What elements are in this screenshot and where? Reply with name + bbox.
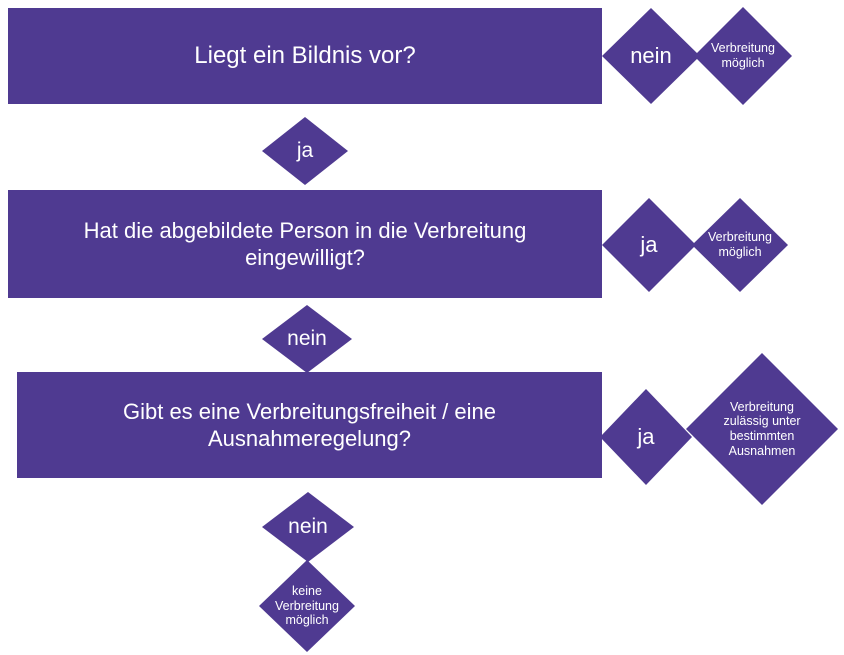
branch-diamond-step3-ja[interactable]: ja [600,389,692,485]
decision-box-einwilligung-label: Hat die abgebildete Person in die Verbre… [83,217,527,271]
branch-diamond-step2-ja-label: ja [640,232,658,258]
branch-diamond-step3-ja-label: ja [637,424,655,450]
decision-box-ausnahmeregelung-label: Gibt es eine Verbreitungsfreiheit / eine… [122,398,496,452]
result-diamond-step3-label: Verbreitung zulässig unter bestimmten Au… [723,399,801,458]
decision-box-einwilligung[interactable]: Hat die abgebildete Person in die Verbre… [8,190,602,298]
decision-box-ausnahmeregelung[interactable]: Gibt es eine Verbreitungsfreiheit / eine… [17,372,602,478]
result-diamond-final-label: keine Verbreitung möglich [275,583,339,628]
decision-box-bildnis-label: Liegt ein Bildnis vor? [194,42,416,69]
connector-diamond-step1-ja-label: ja [296,138,314,162]
branch-diamond-step1-nein[interactable]: nein [602,8,700,104]
branch-diamond-step1-nein-label: nein [630,43,672,69]
result-diamond-final[interactable]: keine Verbreitung möglich [259,560,355,652]
result-diamond-step1-label: Verbreitung möglich [711,41,775,70]
connector-diamond-step3-nein-label: nein [288,514,328,538]
decision-box-bildnis[interactable]: Liegt ein Bildnis vor? [8,8,602,104]
result-diamond-step3[interactable]: Verbreitung zulässig unter bestimmten Au… [686,353,838,505]
result-diamond-step1[interactable]: Verbreitung möglich [694,7,792,105]
connector-diamond-step2-nein[interactable]: nein [262,305,352,373]
result-diamond-step2[interactable]: Verbreitung möglich [692,198,788,292]
connector-diamond-step2-nein-label: nein [287,326,327,350]
branch-diamond-step2-ja[interactable]: ja [602,198,696,292]
connector-diamond-step1-ja[interactable]: ja [262,117,348,185]
result-diamond-step2-label: Verbreitung möglich [708,230,772,259]
connector-diamond-step3-nein[interactable]: nein [262,492,354,562]
